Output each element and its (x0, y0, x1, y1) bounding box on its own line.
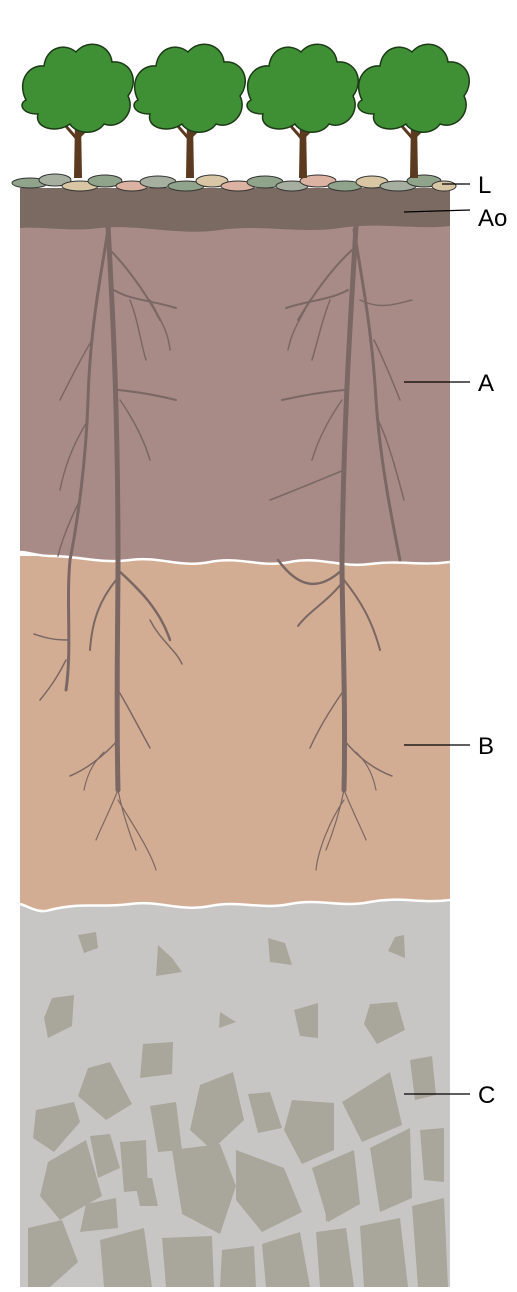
tree (358, 44, 469, 178)
trees (22, 44, 469, 178)
tree (247, 44, 358, 178)
tree (134, 44, 245, 178)
label-subsoil: B (478, 733, 494, 760)
label-parent-material: C (478, 1082, 495, 1109)
tree-canopy (22, 44, 133, 132)
leaf (432, 181, 456, 191)
tree-canopy (134, 44, 245, 132)
rock (412, 1198, 448, 1287)
tree (22, 44, 133, 178)
rock (360, 1218, 408, 1287)
horizon-labels: L Ao A B C (478, 172, 507, 1109)
label-topsoil: A (478, 370, 494, 397)
rock (140, 1042, 173, 1078)
label-humus: Ao (478, 205, 507, 232)
humus-layer (20, 188, 450, 232)
horizon-b-layer (20, 556, 450, 911)
tree-canopy (247, 44, 358, 132)
rock (162, 1236, 214, 1287)
tree-canopy (358, 44, 469, 132)
label-litter: L (478, 172, 491, 199)
rock (420, 1128, 444, 1182)
rock (220, 1246, 256, 1287)
horizon-a-layer (20, 215, 450, 565)
